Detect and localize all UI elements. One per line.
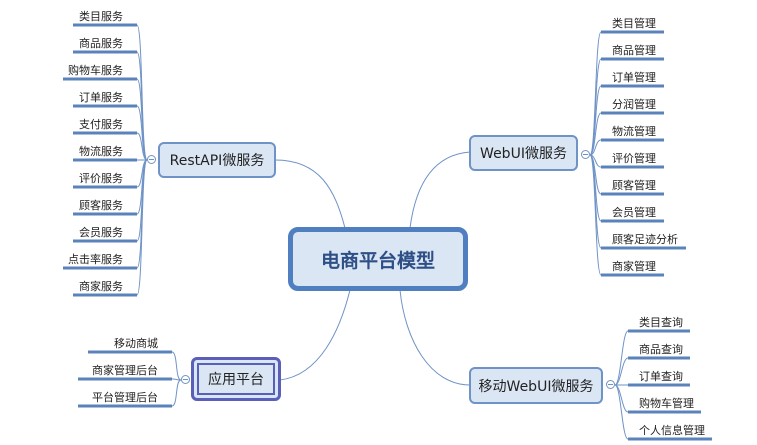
leaf-restapi[interactable]: 会员服务 — [79, 226, 123, 239]
leaf-connector — [589, 154, 602, 276]
collapse-toggle-restapi[interactable] — [147, 155, 156, 164]
leaf-webui[interactable]: 商品管理 — [612, 44, 656, 57]
leaf-connector — [614, 357, 629, 386]
leaf-connector — [589, 139, 602, 156]
leaf-platform[interactable]: 平台管理后台 — [92, 391, 158, 404]
topic-platform[interactable]: 应用平台 — [191, 357, 281, 401]
leaf-mobile[interactable]: 类目查询 — [639, 316, 683, 329]
leaf-webui[interactable]: 顾客管理 — [612, 179, 656, 192]
leaf-connector — [136, 159, 148, 296]
leaf-restapi[interactable]: 类目服务 — [79, 10, 123, 23]
leaf-connector — [614, 384, 629, 440]
leaf-connector — [136, 132, 148, 161]
leaf-restapi[interactable]: 购物车服务 — [68, 64, 123, 77]
link-webui — [409, 151, 471, 229]
leaf-connector — [171, 379, 182, 407]
leaf-connector — [171, 351, 182, 381]
topic-mobile-label: 移动WebUI微服务 — [478, 378, 594, 395]
leaf-restapi[interactable]: 支付服务 — [79, 118, 123, 131]
leaf-restapi[interactable]: 物流服务 — [79, 145, 123, 158]
central-topic-label: 电商平台模型 — [320, 249, 435, 272]
leaf-webui[interactable]: 顾客足迹分析 — [612, 233, 678, 246]
leaf-restapi[interactable]: 商品服务 — [79, 37, 123, 50]
leaf-connector — [589, 112, 602, 156]
leaf-platform[interactable]: 商家管理后台 — [92, 364, 158, 377]
central-topic[interactable]: 电商平台模型 — [288, 227, 468, 291]
leaf-mobile[interactable]: 商品查询 — [639, 343, 683, 356]
leaf-webui[interactable]: 会员管理 — [612, 206, 656, 219]
leaf-mobile[interactable]: 个人信息管理 — [639, 424, 705, 437]
leaf-webui[interactable]: 商家管理 — [612, 260, 656, 273]
leaf-webui[interactable]: 物流管理 — [612, 125, 656, 138]
leaf-restapi[interactable]: 评价服务 — [79, 172, 123, 185]
topic-webui[interactable]: WebUI微服务 — [469, 135, 578, 171]
link-restapi — [274, 159, 346, 229]
topic-mobile[interactable]: 移动WebUI微服务 — [469, 367, 603, 404]
collapse-toggle-webui[interactable] — [581, 150, 590, 159]
leaf-restapi[interactable]: 商家服务 — [79, 280, 123, 293]
leaf-webui[interactable]: 分润管理 — [612, 98, 656, 111]
topic-restapi[interactable]: RestAPI微服务 — [158, 142, 276, 178]
leaf-connector — [614, 330, 629, 386]
collapse-toggle-platform[interactable] — [181, 375, 190, 384]
leaf-connector — [589, 154, 602, 249]
leaf-mobile[interactable]: 订单查询 — [639, 370, 683, 383]
leaf-connector — [614, 384, 629, 413]
leaf-platform[interactable]: 移动商城 — [114, 337, 158, 350]
leaf-mobile[interactable]: 购物车管理 — [639, 397, 694, 410]
topic-platform-label: 应用平台 — [208, 372, 264, 388]
leaf-connector — [136, 24, 148, 161]
topic-restapi-label: RestAPI微服务 — [169, 153, 265, 169]
leaf-webui[interactable]: 评价管理 — [612, 152, 656, 165]
leaf-webui[interactable]: 订单管理 — [612, 71, 656, 84]
leaf-webui[interactable]: 类目管理 — [612, 17, 656, 30]
collapse-toggle-mobile[interactable] — [606, 380, 615, 389]
leaf-restapi[interactable]: 顾客服务 — [79, 199, 123, 212]
link-mobile — [399, 289, 471, 386]
leaf-restapi[interactable]: 点击率服务 — [68, 253, 123, 266]
leaf-restapi[interactable]: 订单服务 — [79, 91, 123, 104]
link-platform — [279, 289, 351, 381]
topic-webui-label: WebUI微服务 — [480, 146, 567, 162]
